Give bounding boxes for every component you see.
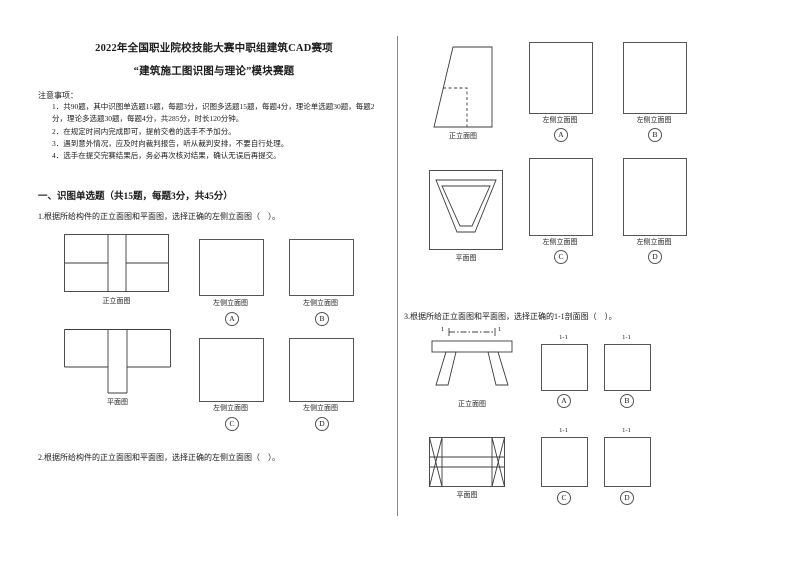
figure-label: 平面图 <box>455 254 477 262</box>
q3-option-b-letter: B <box>620 394 634 408</box>
q3-option-a-drawing <box>541 344 588 391</box>
question-1-text: 1.根据所给构件的正立面图和平面图，选择正确的左侧立面图（ ）。 <box>38 212 280 221</box>
page-title-line2: “建筑施工图识图与理论”模块赛题 <box>133 66 295 77</box>
q1-option-c-drawing <box>199 338 264 402</box>
page-title-line1: 2022年全国职业院校技能大赛中职组建筑CAD赛项 <box>95 43 333 54</box>
figure-label: 1-1 <box>622 334 631 341</box>
figure-label: 左侧立面图 <box>213 404 248 412</box>
note-item: 2．在规定时间内完成即可，提前交卷的选手不予加分。 <box>52 127 236 136</box>
q1-option-d-drawing <box>289 338 354 402</box>
figure-label: 正立面图 <box>102 297 131 305</box>
figure-label: 1-1 <box>622 427 631 434</box>
q3-option-b-drawing <box>604 344 651 391</box>
notes-heading: 注意事项： <box>38 91 78 100</box>
q3-section-mark-left: 1 <box>441 326 445 333</box>
q2-option-b-letter: B <box>648 128 662 142</box>
q2-option-b-drawing <box>623 42 687 114</box>
q1-option-a-drawing <box>199 239 264 296</box>
q3-option-c-letter: C <box>557 491 571 505</box>
q2-option-c-letter: C <box>554 250 568 264</box>
q1-option-c-letter: C <box>225 417 239 431</box>
note-item: 1．共90题，其中识图单选题15题，每题3分，识图多选题15题，每题4分，理论单… <box>52 102 375 123</box>
q3-section-mark-right: 1 <box>498 326 502 333</box>
note-item: 3．遇到意外情况，应及时向裁判报告，听从裁判安排，不要自行处理。 <box>52 139 289 148</box>
q1-option-b-drawing <box>289 239 354 296</box>
figure-label: 平面图 <box>107 398 128 406</box>
q3-option-c-drawing <box>541 437 588 487</box>
figure-label: 左侧立面图 <box>636 238 672 246</box>
q1-option-b-letter: B <box>315 312 329 326</box>
q2-front-elevation-drawing <box>433 46 493 128</box>
q1-plan-drawing <box>64 329 171 394</box>
column-divider <box>397 36 398 516</box>
figure-label: 左侧立面图 <box>303 404 338 412</box>
question-2-text: 2.根据所给构件的正立面图和平面图，选择正确的左侧立面图（ ）。 <box>38 453 280 462</box>
figure-label: 平面图 <box>456 491 478 499</box>
figure-label: 左侧立面图 <box>213 299 248 307</box>
q2-option-a-letter: A <box>554 128 568 142</box>
note-item: 4．选手在提交完赛结果后，务必再次核对结果，确认无误后再提交。 <box>52 151 281 160</box>
q1-option-a-letter: A <box>225 312 239 326</box>
q3-option-a-letter: A <box>557 394 571 408</box>
figure-label: 左侧立面图 <box>542 116 578 124</box>
q3-front-elevation-drawing <box>431 328 513 386</box>
figure-label: 1-1 <box>559 427 568 434</box>
q1-option-d-letter: D <box>315 417 329 431</box>
q3-plan-drawing <box>429 437 505 487</box>
figure-label: 左侧立面图 <box>636 116 672 124</box>
figure-label: 正立面图 <box>449 132 477 140</box>
q2-option-d-letter: D <box>648 250 662 264</box>
q2-option-d-drawing <box>623 158 687 236</box>
question-3-text: 3.根据所给正立面图和平面图，选择正确的1-1剖面图（ ）。 <box>404 312 617 321</box>
figure-label: 左侧立面图 <box>303 299 338 307</box>
q3-option-d-letter: D <box>620 491 634 505</box>
q2-plan-drawing <box>429 170 503 250</box>
figure-label: 左侧立面图 <box>542 238 578 246</box>
q3-option-d-drawing <box>604 437 651 487</box>
figure-label: 正立面图 <box>458 400 486 408</box>
q2-option-c-drawing <box>529 158 593 236</box>
section-heading: 一、识图单选题（共15题，每题3分，共45分） <box>38 192 233 202</box>
q2-option-a-drawing <box>529 42 593 114</box>
q1-front-elevation-drawing <box>64 234 169 292</box>
figure-label: 1-1 <box>559 334 568 341</box>
